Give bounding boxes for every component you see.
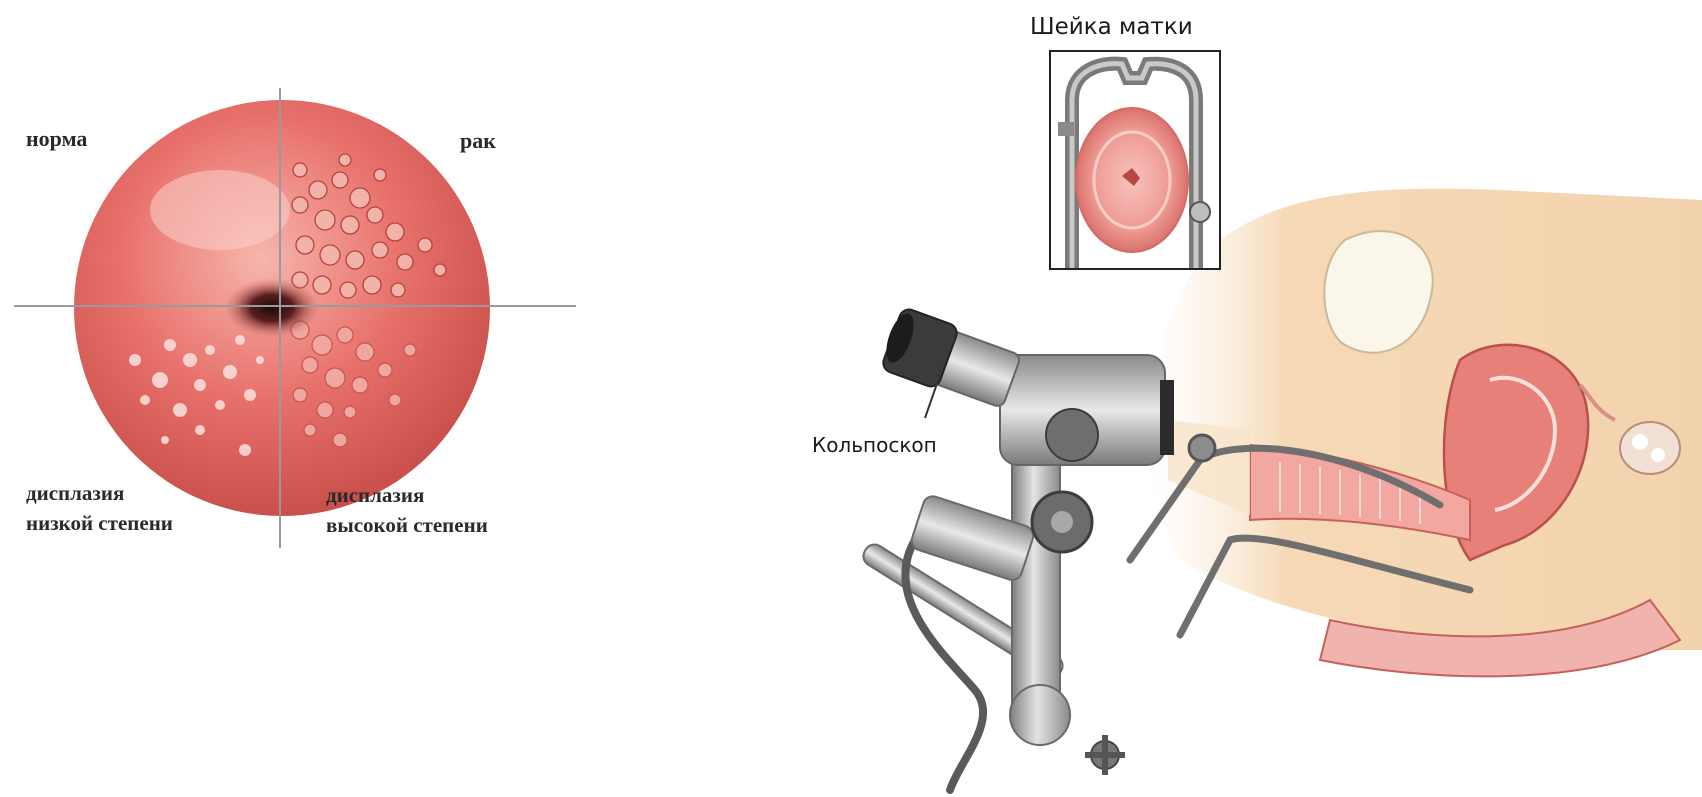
cervical-os [224,278,320,338]
label-normal: норма [26,126,87,151]
label-high-grade-line1: дисплазия [326,483,424,507]
cervix-quadrant-illustration: норма рак дисплазия низкой степени диспл… [14,88,576,548]
inset-title: Шейка матки [1030,14,1193,40]
colposcope-device [860,307,1174,790]
label-high-grade-line2: высокой степени [326,513,488,537]
cervix-inset: Шейка матки [1030,14,1220,269]
colposcope-label: Кольпоскоп [812,433,937,457]
adjustment-knob-bottom [1085,735,1125,775]
label-cancer: рак [460,128,496,153]
label-low-grade-line2: низкой степени [26,511,173,535]
colposcopy-scene: Кольпоскоп Шейка матки [812,14,1702,790]
label-low-grade-line1: дисплазия [26,481,124,505]
